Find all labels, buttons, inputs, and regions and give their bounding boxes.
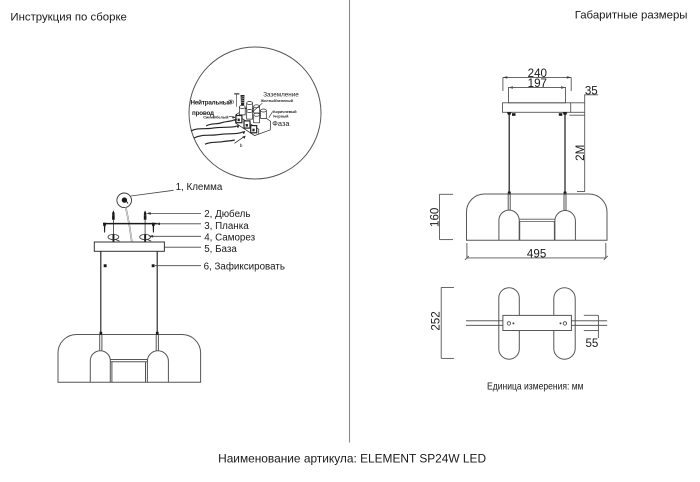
svg-text:5, База: 5, База (204, 244, 237, 255)
svg-text:35: 35 (585, 84, 598, 97)
svg-text:4, Саморез: 4, Саморез (204, 232, 255, 243)
svg-text:160: 160 (429, 208, 442, 227)
svg-text:2M: 2M (574, 145, 587, 161)
svg-text:Инструкция по сборке: Инструкция по сборке (10, 12, 127, 24)
svg-text:3, Планка: 3, Планка (204, 221, 249, 232)
svg-text:6, Зафиксировать: 6, Зафиксировать (204, 262, 285, 273)
svg-text:Синий/белый: Синий/белый (203, 115, 229, 119)
svg-text:Нейтральный: Нейтральный (191, 99, 232, 107)
svg-text:197: 197 (528, 77, 547, 90)
svg-text:55: 55 (585, 337, 598, 350)
svg-text:провод: провод (192, 110, 214, 117)
svg-text:Коричневый: Коричневый (273, 110, 297, 114)
svg-text:Заземление: Заземление (263, 92, 299, 99)
svg-text:495: 495 (527, 248, 546, 261)
svg-text:b: b (231, 100, 234, 106)
svg-text:240: 240 (528, 67, 547, 80)
svg-text:Единица измерения: мм: Единица измерения: мм (487, 380, 584, 392)
svg-text:252: 252 (429, 311, 442, 330)
svg-text:1, Клемма: 1, Клемма (176, 182, 223, 193)
svg-text:/черный: /черный (273, 115, 289, 119)
svg-text:Фаза: Фаза (272, 119, 290, 128)
svg-text:b: b (240, 143, 243, 149)
svg-text:2, Дюбель: 2, Дюбель (204, 209, 250, 220)
svg-text:Желтый/зеленый: Желтый/зеленый (260, 99, 294, 103)
svg-text:Наименование артикула: ELEMENT: Наименование артикула: ELEMENT SP24W LED (218, 452, 486, 466)
svg-text:Габаритные размеры: Габаритные размеры (575, 10, 688, 22)
